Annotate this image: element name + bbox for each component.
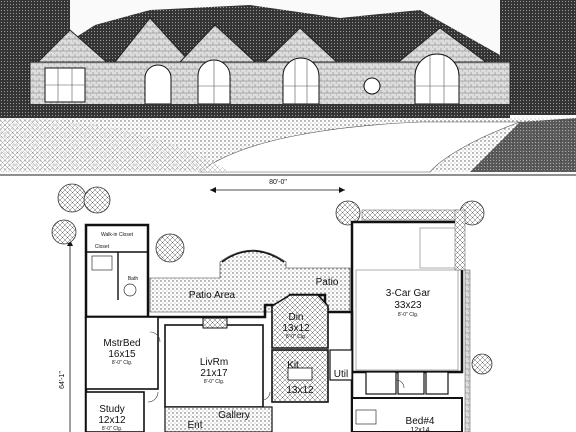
side-wall bbox=[464, 269, 471, 432]
gallery-hall bbox=[164, 406, 273, 432]
window-oval bbox=[363, 77, 381, 95]
window-arched-2 bbox=[282, 57, 320, 105]
label-living-size: 21x17 bbox=[200, 368, 228, 379]
label-garage-ceiling: 8'-0" Clg. bbox=[398, 312, 418, 318]
room-study bbox=[85, 391, 145, 432]
trees-right bbox=[500, 0, 576, 115]
garage-utility-rooms bbox=[351, 371, 463, 432]
label-garage: 3-Car Gar bbox=[386, 288, 431, 299]
label-study-ceiling: 8'-0" Clg. bbox=[102, 426, 122, 432]
window-entry bbox=[144, 64, 172, 105]
label-bedroom-4-size: 12x14 bbox=[410, 427, 429, 432]
master-bath-block bbox=[84, 223, 150, 319]
floor-plan: 80'-0" 64'-1" bbox=[51, 179, 493, 432]
label-bath: Bath bbox=[128, 276, 139, 282]
patio-arch bbox=[221, 250, 285, 263]
label-dining-size: 13x12 bbox=[282, 323, 310, 334]
landscape-trees bbox=[51, 183, 493, 375]
room-master-bedroom bbox=[85, 316, 159, 390]
label-patio: Patio bbox=[316, 277, 339, 288]
label-living: LivRm bbox=[200, 357, 228, 368]
label-study-size: 12x12 bbox=[98, 415, 126, 426]
label-gallery: Gallery bbox=[218, 410, 250, 421]
label-utility: Util bbox=[334, 369, 348, 380]
label-study: Study bbox=[99, 404, 125, 415]
fireplace bbox=[202, 317, 228, 329]
garage-block bbox=[350, 209, 466, 374]
depth-dimension: 64'-1" bbox=[59, 240, 73, 432]
door-swings bbox=[147, 331, 405, 403]
label-kitchen-size: 13x12 bbox=[286, 385, 314, 396]
shrubs bbox=[30, 104, 510, 118]
room-living bbox=[164, 324, 264, 408]
width-dimension: 80'-0" bbox=[210, 179, 345, 193]
label-living-ceiling: 8'-0" Clg. bbox=[204, 379, 224, 385]
label-patio-area: Patio Area bbox=[189, 290, 236, 301]
label-master-ceiling: 8'-0" Clg. bbox=[112, 360, 132, 366]
house-elevation-illustration bbox=[0, 0, 576, 176]
width-dimension-label: 80'-0" bbox=[269, 179, 287, 186]
room-utility bbox=[329, 349, 353, 381]
label-master-size: 16x15 bbox=[108, 349, 136, 360]
depth-dimension-label: 64'-1" bbox=[59, 371, 66, 389]
label-closet: Closet bbox=[95, 244, 110, 250]
label-bedroom-4: Bed#4 bbox=[406, 416, 435, 427]
window-arched-3 bbox=[414, 53, 460, 105]
label-walkin-closet: Walk-in Closet bbox=[101, 232, 134, 238]
label-kitchen: Kit bbox=[287, 360, 299, 371]
label-entry: Ent bbox=[187, 420, 202, 431]
label-dining: Din bbox=[288, 312, 303, 323]
room-dining bbox=[271, 294, 329, 349]
driveway bbox=[199, 121, 521, 173]
label-garage-size: 33x23 bbox=[394, 300, 422, 311]
label-dining-ceiling: 8'-0" Clg. bbox=[286, 334, 306, 340]
kitchen-island bbox=[287, 367, 313, 381]
label-master-bedroom: MstrBed bbox=[103, 338, 140, 349]
